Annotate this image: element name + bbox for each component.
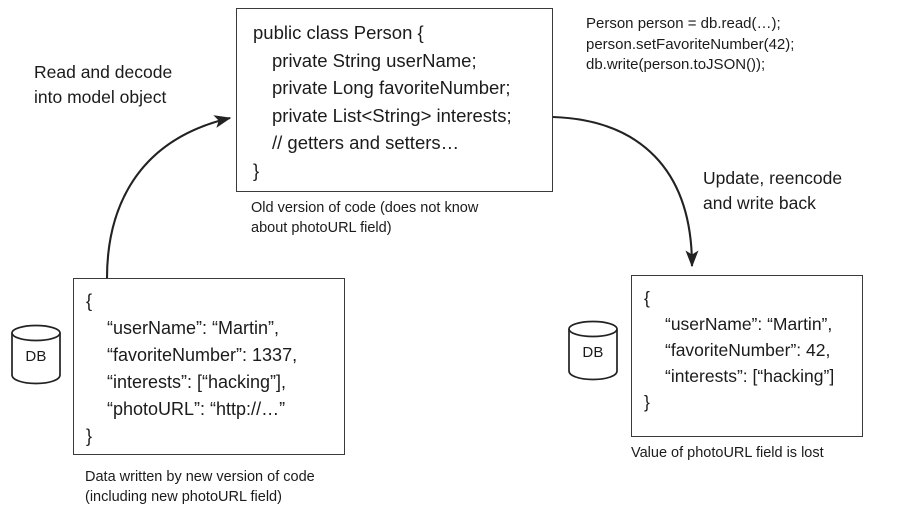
db-cylinder-source: DB	[8, 322, 64, 386]
code-line-2: private Long favoriteNumber;	[272, 77, 511, 98]
db-cylinder-target: DB	[565, 318, 621, 382]
json-after-line-2: “favoriteNumber”: 42,	[665, 340, 831, 360]
written-json-caption: Value of photoURL field is lost	[631, 445, 824, 461]
db-label-source: DB	[25, 348, 47, 365]
database-icon	[568, 320, 618, 381]
code-line-4: // getters and setters…	[272, 132, 460, 153]
code-line-0: public class Person {	[253, 22, 424, 43]
json-before-line-3: “interests”: [“hacking”],	[107, 372, 287, 392]
database-icon	[11, 324, 61, 385]
arrow-read-decode	[105, 115, 232, 279]
json-before-line-2: “favoriteNumber”: 1337,	[107, 345, 298, 365]
update-write-label: Update, reencode and write back	[703, 168, 843, 213]
code-line-3: private List<String> interests;	[272, 104, 512, 126]
arrow-update-write	[552, 115, 699, 268]
stored-json-box	[73, 278, 345, 455]
json-after-line-4: }	[644, 392, 650, 412]
json-after-line-1: “userName”: “Martin”,	[665, 314, 833, 334]
written-json-text: { “userName”: “Martin”, “favoriteNumber”: …	[644, 285, 834, 415]
json-before-line-4: “photoURL”: “http://…”	[107, 399, 286, 419]
old-code-box	[236, 8, 553, 192]
stored-json-caption: Data written by new version of code (inc…	[85, 469, 315, 505]
pseudocode-line-0: Person person = db.read(…);	[586, 15, 781, 32]
pseudocode-line-1: person.setFavoriteNumber(42);	[586, 35, 795, 53]
written-json-box	[631, 275, 863, 437]
pseudocode-snippet: Person person = db.read(…); person.setFa…	[586, 14, 794, 76]
code-line-1: private String userName;	[272, 49, 477, 71]
code-line-5: }	[253, 159, 260, 181]
json-before-line-1: “userName”: “Martin”,	[107, 318, 280, 338]
json-before-line-5: }	[86, 426, 93, 446]
read-decode-label: Read and decode into model object	[34, 62, 173, 107]
json-after-line-3: “interests”: [“hacking”]	[665, 366, 835, 386]
old-code-text: public class Person { private String use…	[253, 19, 553, 184]
json-before-line-0: {	[86, 291, 93, 311]
db-label-target: DB	[582, 344, 604, 361]
old-code-caption: Old version of code (does not know about…	[251, 200, 479, 236]
stored-json-text: { “userName”: “Martin”, “favoriteNumber”: …	[86, 288, 297, 450]
json-after-line-0: {	[644, 288, 650, 308]
pseudocode-line-2: db.write(person.toJSON());	[586, 56, 766, 73]
